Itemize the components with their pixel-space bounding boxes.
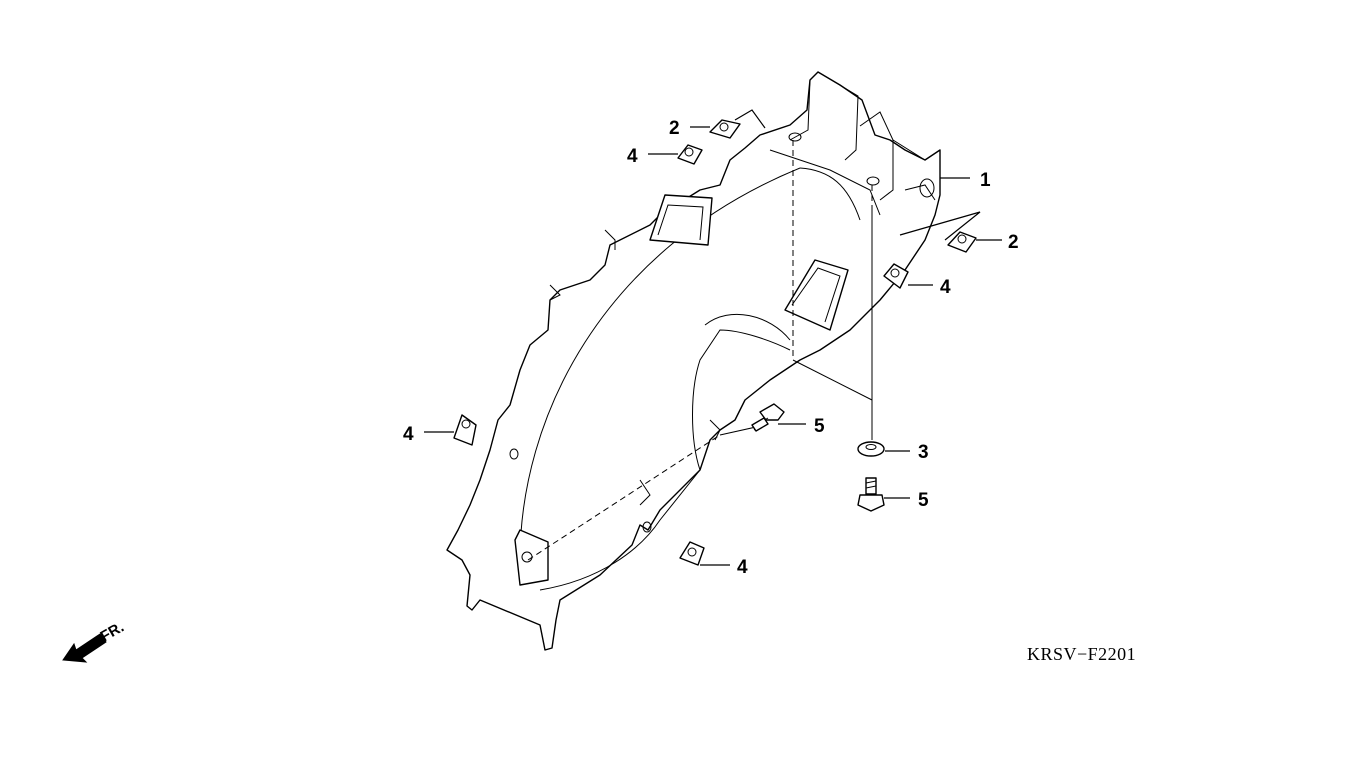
inner-fender-part [446, 71, 941, 651]
clip-nut-4-bottom [679, 541, 705, 566]
callout-5-lower: 5 [918, 490, 929, 511]
callout-3: 3 [918, 442, 929, 463]
diagram-code: KRSV−F2201 [1027, 644, 1136, 664]
clip-nut-4-left [453, 414, 477, 446]
leader-lines [424, 109, 1002, 566]
clip-nut-4-top [677, 144, 703, 165]
bolt-5-lower [857, 477, 885, 512]
bolt-5-upper [751, 403, 785, 432]
clip-nut-2-top [709, 119, 741, 139]
callout-4-left: 4 [403, 424, 414, 445]
callout-4-top: 4 [627, 146, 638, 167]
callout-4-bottom: 4 [737, 557, 748, 578]
callout-2-right: 2 [1008, 232, 1019, 253]
clip-nut-2-right [947, 231, 977, 253]
callout-2-top: 2 [669, 118, 680, 139]
washer-3 [857, 441, 885, 457]
assembly-guide-lines [527, 140, 873, 561]
front-direction-arrow-icon: FR. [62, 619, 127, 663]
callout-4-right: 4 [940, 277, 951, 298]
clip-nut-4-right [883, 263, 909, 289]
callout-5-upper: 5 [814, 416, 825, 437]
callout-1: 1 [980, 170, 991, 191]
